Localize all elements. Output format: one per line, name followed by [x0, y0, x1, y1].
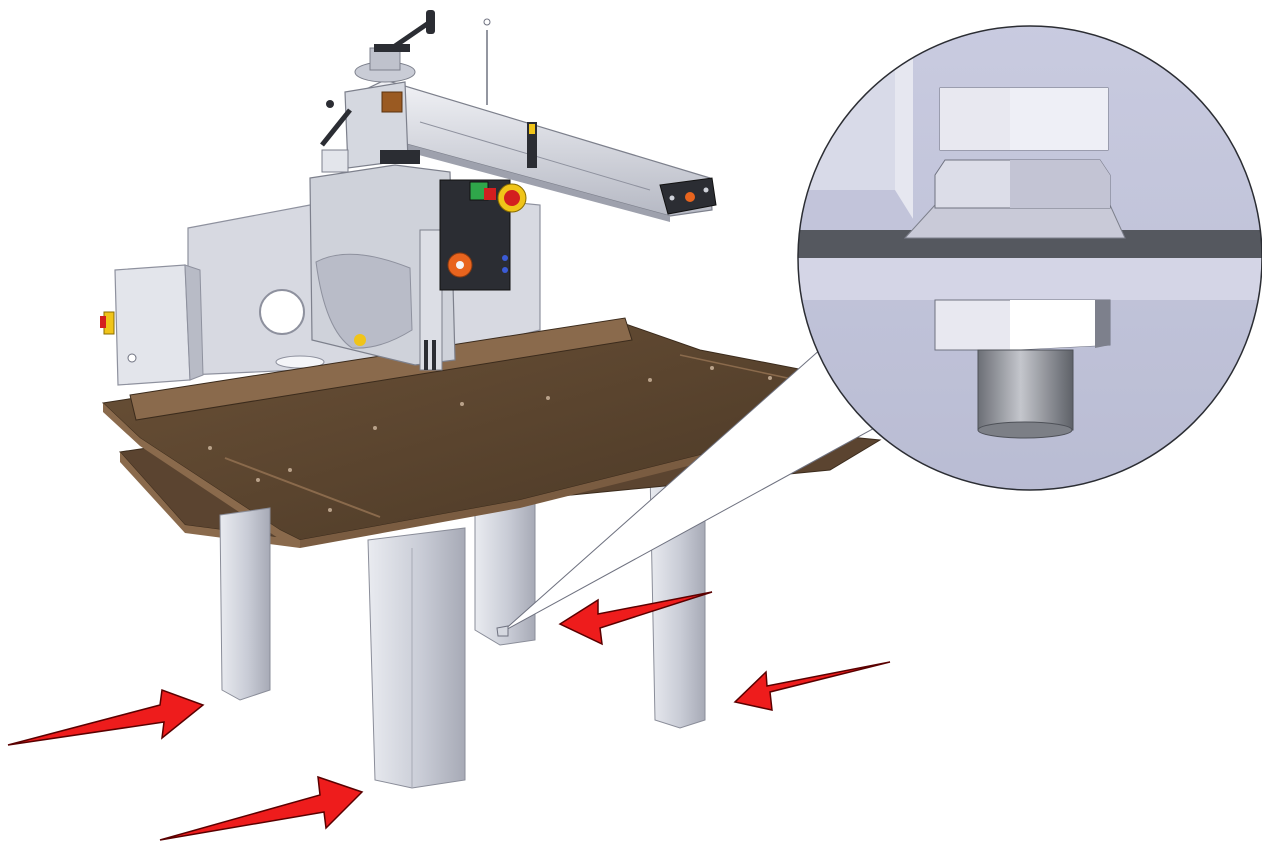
radial-arm — [354, 18, 717, 222]
table-screws — [208, 366, 772, 512]
arrow-front-center — [159, 775, 364, 841]
zoom-detail-bolt — [797, 25, 1262, 491]
table-leg-front-center — [367, 527, 466, 789]
saw-head — [309, 150, 527, 371]
zoom-circle-border — [797, 25, 1262, 491]
table-leg-front-left — [219, 507, 271, 701]
arrow-back-right — [733, 661, 891, 711]
arrow-back-center — [558, 591, 713, 646]
table-leg-back-left — [474, 494, 536, 646]
arrow-front-left — [7, 688, 205, 746]
column-head — [320, 10, 435, 173]
work-table — [101, 317, 882, 548]
dust-port-hole — [259, 289, 305, 335]
elevation-crank-handle — [426, 10, 435, 34]
motor-switch-box — [100, 264, 204, 386]
blade-guard — [315, 253, 413, 349]
